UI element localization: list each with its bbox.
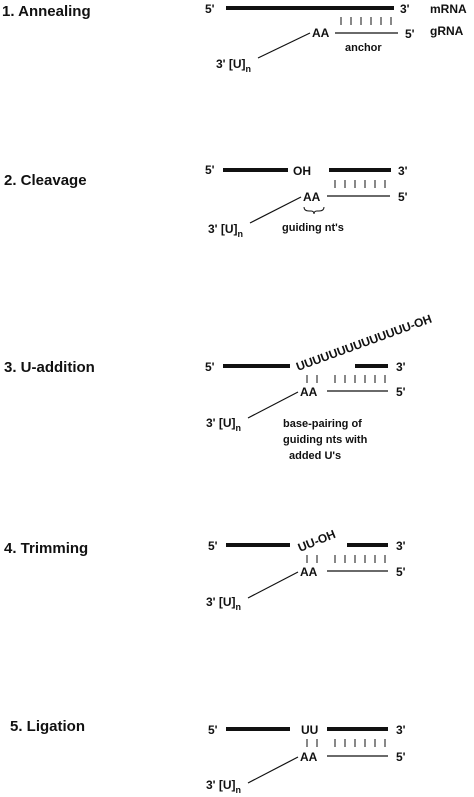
base-pair-ticks — [334, 375, 386, 383]
grna-5-prime: 5' — [396, 565, 406, 579]
step-ligation: 5. Ligation 5' UU 3' AA 5' 3' [U]n — [10, 718, 406, 795]
aa-label: AA — [300, 750, 318, 764]
mrna-5-prime: 5' — [205, 360, 215, 374]
grna-tail — [257, 32, 311, 59]
step-title: 3. U-addition — [4, 359, 95, 376]
base-pair-ticks — [340, 17, 392, 25]
u-tail-label: 3' [U]n — [216, 57, 251, 74]
guiding-nts-label: guiding nt's — [282, 222, 344, 234]
grna-5-prime: 5' — [396, 385, 406, 399]
anchor-label: anchor — [345, 42, 382, 54]
guiding-pair-ticks — [306, 739, 318, 747]
aa-label: AA — [300, 565, 318, 579]
grna-label: gRNA — [430, 24, 464, 38]
step-title: 1. Annealing — [2, 3, 91, 20]
aa-label: AA — [312, 26, 330, 40]
guiding-pair-ticks — [306, 555, 318, 563]
mrna-5-prime: 5' — [205, 163, 215, 177]
mrna-label: mRNA — [430, 2, 467, 16]
grna-tail — [247, 391, 299, 419]
base-pair-ticks — [334, 739, 386, 747]
base-pair-ticks — [334, 180, 386, 188]
step-cleavage: 2. Cleavage 5' OH 3' AA 5' guiding nt's … — [4, 163, 408, 239]
added-u-tail: UU-OH — [296, 527, 338, 555]
u-tail-label: 3' [U]n — [206, 416, 241, 433]
mrna-5-prime: 5' — [208, 539, 218, 553]
step-annealing: 1. Annealing 5' 3' mRNA AA 5' gRNA ancho… — [2, 2, 467, 74]
step-u-addition: 3. U-addition 5' UUUUUUUUUUUUUU-OH 3' AA… — [4, 312, 434, 462]
step-title: 5. Ligation — [10, 718, 85, 735]
mrna-3-prime: 3' — [396, 539, 406, 553]
grna-5-prime: 5' — [396, 750, 406, 764]
note-line-3: added U's — [289, 450, 341, 462]
u-tail-label: 3' [U]n — [206, 595, 241, 612]
step-title: 2. Cleavage — [4, 172, 87, 189]
step-trimming: 4. Trimming 5' UU-OH 3' AA 5' 3' [U]n — [4, 527, 406, 612]
aa-label: AA — [303, 190, 321, 204]
mrna-3-prime: 3' — [396, 360, 406, 374]
mrna-3-prime: 3' — [400, 2, 410, 16]
u-tail-label: 3' [U]n — [206, 778, 241, 795]
mrna-3-prime: 3' — [398, 164, 408, 178]
note-line-2: guiding nts with — [283, 434, 368, 446]
uu-label: UU — [301, 723, 318, 737]
u-tail-label: 3' [U]n — [208, 222, 243, 239]
guiding-brace — [303, 206, 325, 215]
grna-5-prime: 5' — [398, 190, 408, 204]
grna-5-prime: 5' — [405, 27, 415, 41]
aa-label: AA — [300, 385, 318, 399]
base-pair-ticks — [334, 555, 386, 563]
grna-tail — [247, 756, 299, 784]
step-title: 4. Trimming — [4, 540, 88, 557]
grna-tail — [249, 196, 302, 224]
guiding-pair-ticks — [306, 375, 318, 383]
grna-tail — [247, 571, 299, 599]
note-line-1: base-pairing of — [283, 418, 362, 430]
oh-label: OH — [293, 164, 311, 178]
mrna-5-prime: 5' — [208, 723, 218, 737]
mrna-3-prime: 3' — [396, 723, 406, 737]
mrna-5-prime: 5' — [205, 2, 215, 16]
